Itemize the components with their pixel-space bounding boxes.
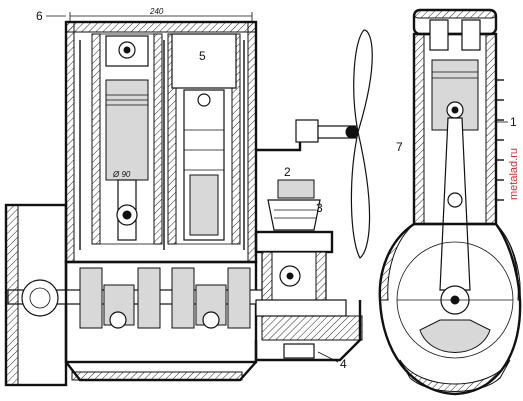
counterweight [419, 319, 491, 353]
fan-blade-upper [353, 29, 373, 133]
dimension-line: 240 [69, 7, 253, 22]
transverse-section: 1 7 metalad.ru [378, 8, 522, 396]
lower-housing [261, 315, 363, 341]
connecting-rod-2 [189, 174, 219, 236]
crankshaft [7, 267, 269, 329]
dimension-value: 240 [149, 7, 164, 16]
valve-left [429, 19, 449, 51]
piston-1 [105, 79, 149, 181]
governor-body [267, 199, 321, 231]
flywheel-housing [4, 203, 68, 387]
label-2: 2 [284, 165, 291, 179]
label-4: 4 [340, 357, 347, 371]
label-5: 5 [199, 49, 206, 63]
longitudinal-section: 240 Ø 90 [4, 7, 269, 387]
cylinder-2 [167, 33, 241, 245]
drive-gear-housing [255, 299, 347, 317]
pump-top-flange [254, 230, 334, 254]
drive-assembly: 2 3 4 [254, 29, 373, 371]
oil-pan-hatch [71, 371, 243, 381]
fan-bearing [295, 119, 319, 143]
fan-blade-lower [350, 131, 371, 259]
label-6: 6 [36, 9, 43, 23]
cylinder-head-hatch [65, 21, 257, 33]
governor-head [277, 179, 315, 199]
cylinder-1: Ø 90 [91, 33, 163, 245]
valve-chamber-2 [171, 33, 237, 89]
cooling-fins [496, 79, 504, 201]
label-7: 7 [396, 140, 403, 154]
watermark: metalad.ru [508, 148, 520, 200]
label-1: 1 [510, 115, 517, 129]
oil-sump-hatch [399, 359, 511, 392]
oil-filter [283, 343, 315, 359]
valve-right [461, 19, 481, 51]
svg-text:Ø 90: Ø 90 [112, 170, 131, 179]
label-3: 3 [316, 201, 323, 215]
block-right-wall-hatch [247, 21, 257, 263]
pump-sump-outline [254, 300, 362, 362]
